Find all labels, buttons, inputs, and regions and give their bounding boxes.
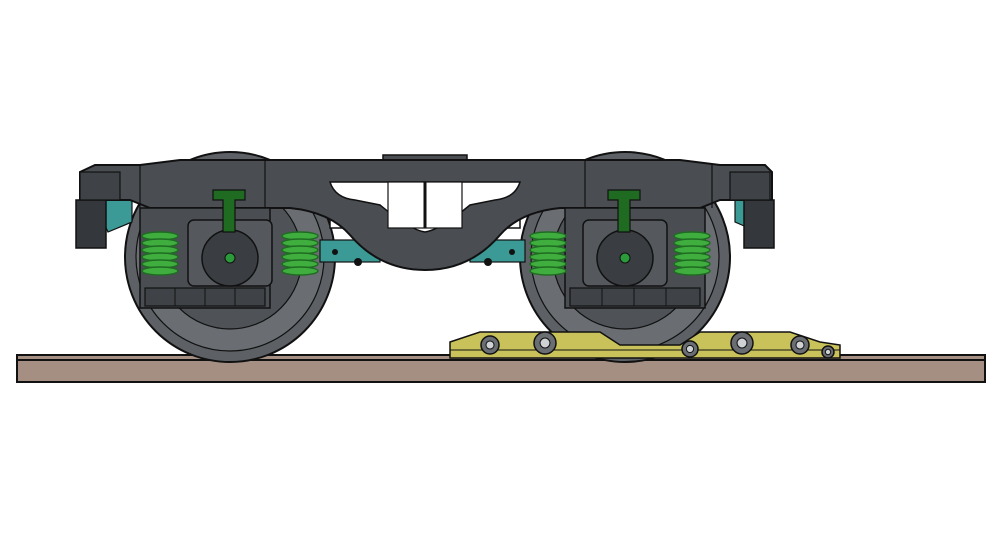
roller-4 (730, 331, 754, 355)
roller-5 (790, 335, 810, 355)
springs (141, 231, 711, 276)
rear-spring-right (673, 231, 711, 276)
spring-guides (212, 189, 641, 233)
rear-spring-left (529, 231, 567, 276)
front-spring-left (141, 231, 179, 276)
rear-axle-box (582, 219, 668, 287)
roller-1 (480, 335, 500, 355)
rail-cart-with-rollers (449, 331, 841, 359)
rail (16, 354, 986, 383)
roller-6 (821, 345, 835, 359)
roller-3 (681, 340, 699, 358)
front-spring-right (281, 231, 319, 276)
front-axle-box (187, 219, 273, 287)
bogie-side-frame (75, 154, 775, 272)
bolts (332, 249, 515, 266)
roller-2 (533, 331, 557, 355)
